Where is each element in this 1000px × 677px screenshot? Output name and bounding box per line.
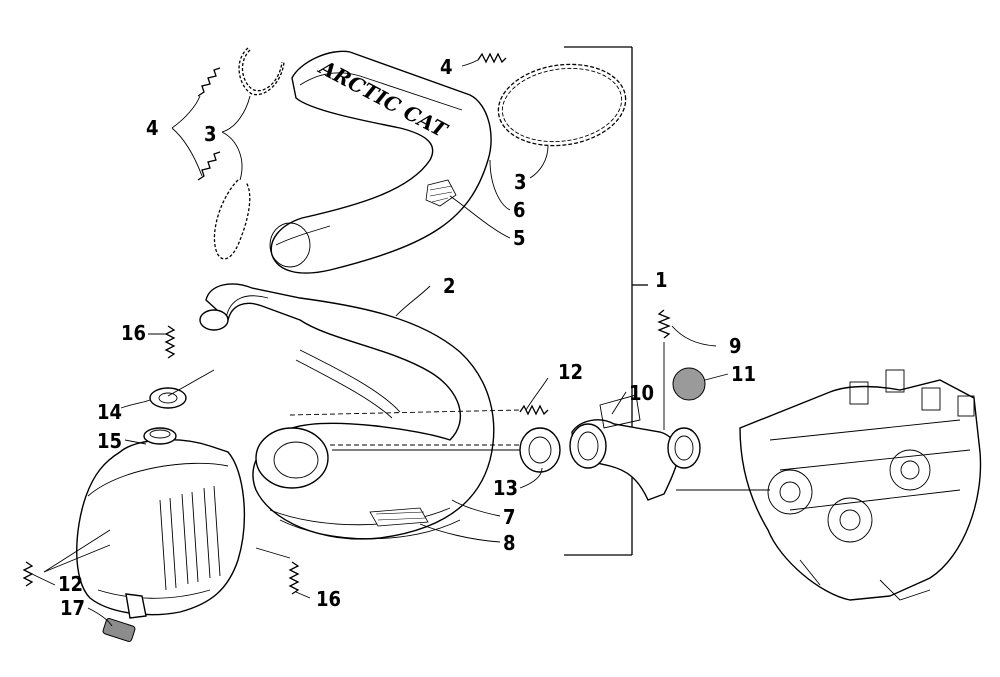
alignment-dashed-line-upper — [289, 409, 521, 416]
callout-4-left: 4 — [146, 116, 159, 140]
gasket-ring-13 — [519, 427, 561, 473]
callout-3-right: 3 — [514, 170, 527, 194]
muffler — [76, 427, 246, 619]
heat-shield — [269, 50, 492, 274]
spring-12-center — [519, 404, 549, 416]
callout-6: 6 — [513, 198, 526, 222]
callout-16-bottom: 16 — [316, 587, 342, 611]
callout-5: 5 — [513, 226, 526, 250]
engine-block — [739, 369, 982, 601]
callout-12-center: 12 — [558, 360, 584, 384]
callout-9: 9 — [729, 334, 742, 358]
callout-7: 7 — [503, 505, 516, 529]
callout-17: 17 — [60, 596, 86, 620]
expansion-chamber-label-decal — [369, 507, 429, 527]
expansion-chamber — [199, 283, 495, 540]
callout-14: 14 — [97, 400, 123, 424]
gasket-14 — [149, 387, 187, 409]
callout-10: 10 — [629, 381, 655, 405]
callout-13: 13 — [493, 476, 519, 500]
clamp-chain-left-bottom — [213, 179, 251, 260]
clamp-chain-right — [497, 63, 627, 147]
heat-shield-label-decal — [425, 179, 457, 207]
tailpipe-bracket-17 — [102, 618, 136, 642]
callout-4-top: 4 — [440, 55, 453, 79]
callout-16-top: 16 — [121, 321, 147, 345]
spring-4-top-right — [477, 52, 507, 64]
gasket-disc-11 — [672, 367, 706, 401]
spring-12-left — [22, 561, 34, 587]
callout-1: 1 — [655, 268, 668, 292]
spring-9 — [657, 309, 671, 430]
callout-3-left: 3 — [204, 122, 217, 146]
spring-16-bottom — [288, 561, 300, 595]
callout-2: 2 — [443, 274, 456, 298]
spring-16-top — [164, 325, 176, 359]
callout-12-left: 12 — [58, 572, 84, 596]
callout-11: 11 — [731, 362, 757, 386]
exhaust-manifold — [569, 394, 701, 501]
muffler-ribs — [159, 485, 221, 591]
spring-4-left-top — [197, 67, 221, 97]
clamp-chain-left-top — [238, 47, 285, 96]
callout-15: 15 — [97, 429, 123, 453]
leader-lines — [31, 59, 770, 627]
spring-4-left-bottom — [197, 151, 221, 181]
callout-8: 8 — [503, 531, 516, 555]
